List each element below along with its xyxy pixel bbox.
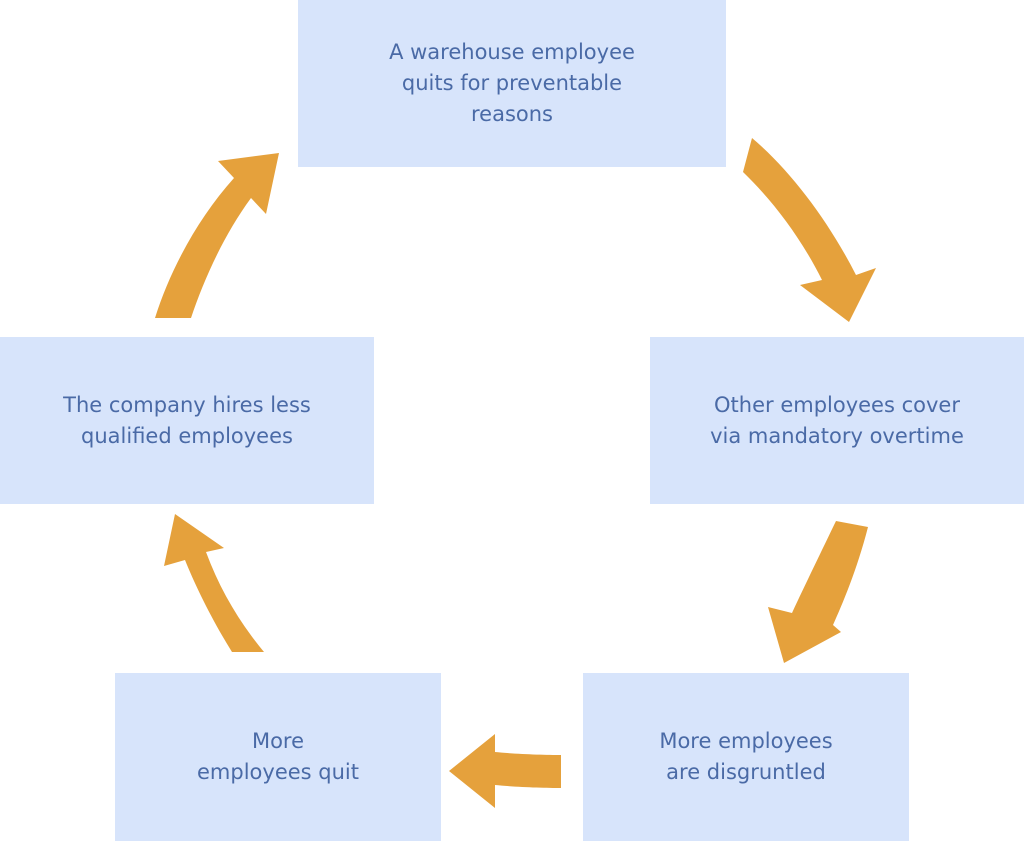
node-label: The company hires less qualified employe… [63, 392, 311, 448]
arrow-bottom-left-to-left-icon [164, 514, 264, 652]
arrow-left-to-top-icon [155, 153, 279, 318]
arrow-bottom-right-to-bottom-left-icon [449, 734, 561, 808]
node-warehouse-employee-quits: A warehouse employee quits for preventab… [298, 0, 726, 167]
node-label: Other employees cover via mandatory over… [710, 392, 964, 448]
node-label: More employees quit [197, 729, 359, 784]
node-employees-disgruntled: More employees are disgruntled [583, 673, 909, 841]
arrow-top-to-right-icon [743, 138, 876, 322]
node-more-employees-quit: More employees quit [115, 673, 441, 841]
node-label: A warehouse employee quits for preventab… [389, 40, 635, 126]
node-label: More employees are disgruntled [659, 729, 833, 784]
node-mandatory-overtime: Other employees cover via mandatory over… [650, 337, 1024, 504]
node-hires-less-qualified: The company hires less qualified employe… [0, 337, 374, 504]
arrow-right-to-bottom-right-icon [768, 521, 868, 663]
